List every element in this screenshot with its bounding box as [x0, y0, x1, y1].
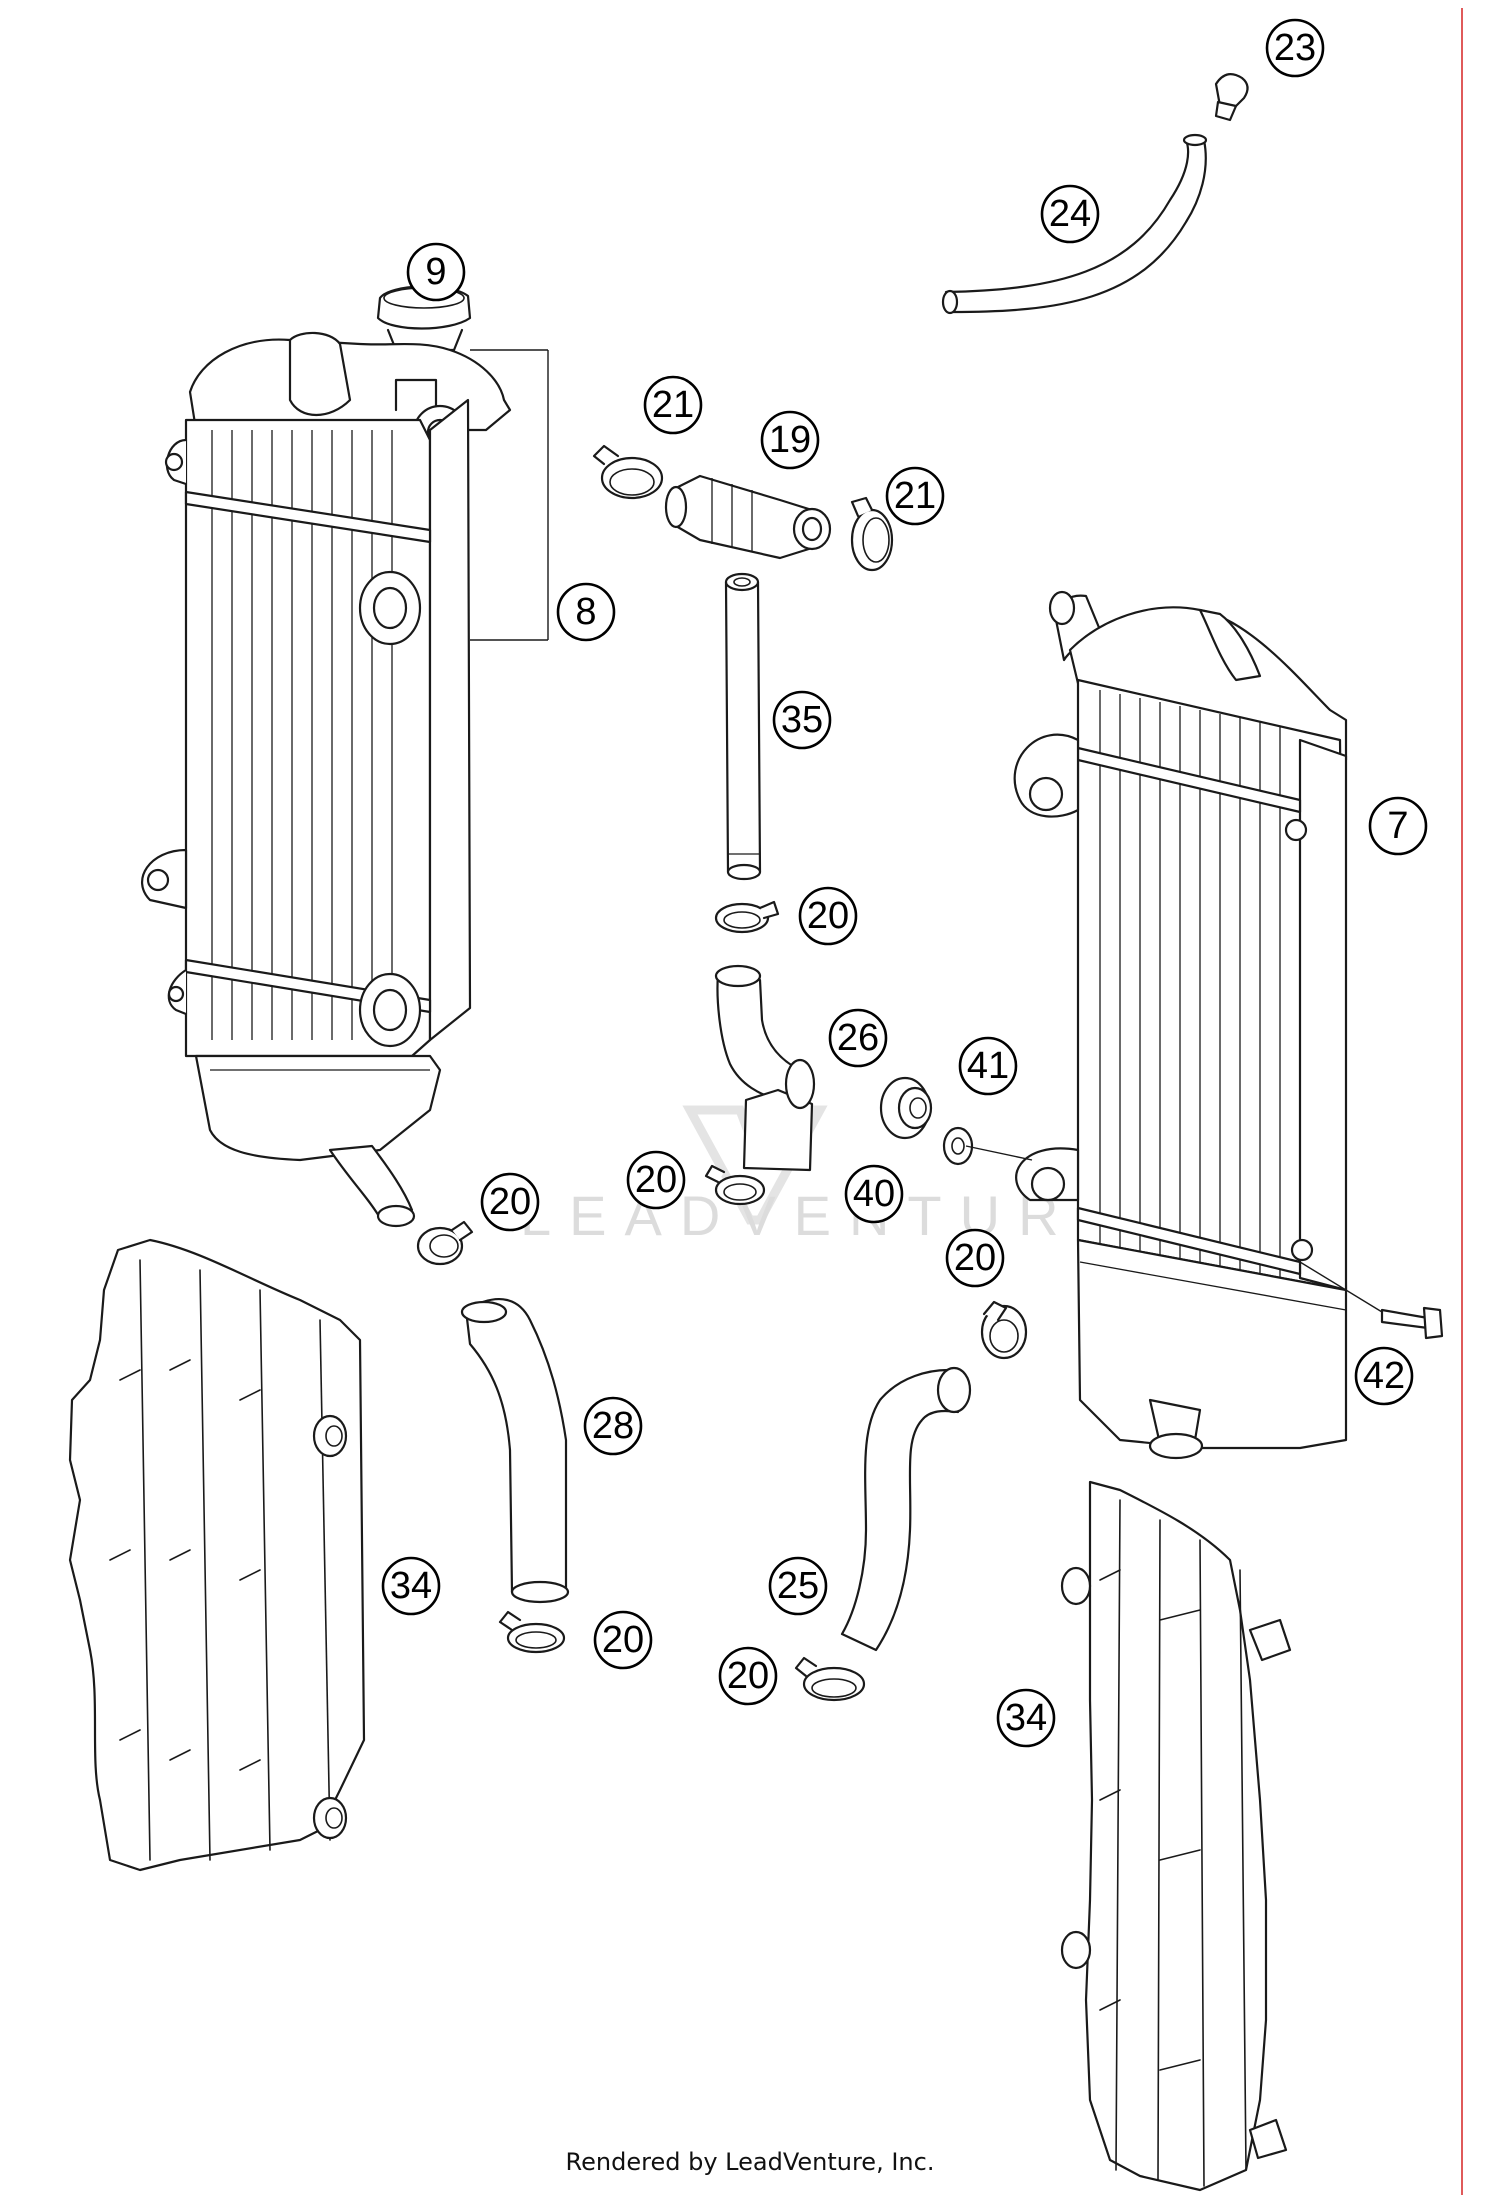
callout-42: 42 — [1354, 1346, 1414, 1406]
callout-20-c: 20 — [480, 1172, 540, 1232]
part-25-hose[interactable] — [840, 1366, 972, 1652]
svg-text:20: 20 — [602, 1619, 644, 1661]
part-26-elbow-hose[interactable] — [714, 964, 816, 1172]
callout-21-right: 21 — [885, 466, 945, 526]
callout-19: 19 — [760, 410, 820, 470]
svg-text:23: 23 — [1274, 27, 1316, 69]
footer-credit: Rendered by LeadVenture, Inc. — [565, 2148, 935, 2176]
part-19-connector[interactable] — [664, 474, 832, 560]
svg-text:40: 40 — [853, 1173, 895, 1215]
part-28-hose[interactable] — [460, 1298, 570, 1604]
svg-text:34: 34 — [390, 1565, 432, 1607]
part-20-hose-clamp-3[interactable] — [416, 1220, 474, 1266]
callout-23: 23 — [1265, 18, 1325, 78]
part-21-hose-clamp-left[interactable] — [592, 444, 664, 500]
part-8-left-radiator[interactable] — [140, 331, 512, 1228]
svg-text:28: 28 — [592, 1405, 634, 1447]
part-20-hose-clamp-6[interactable] — [794, 1656, 866, 1702]
callout-35: 35 — [772, 690, 832, 750]
callout-34-right: 34 — [996, 1688, 1056, 1748]
svg-text:19: 19 — [769, 419, 811, 461]
callout-40: 40 — [844, 1164, 904, 1224]
svg-text:41: 41 — [967, 1045, 1009, 1087]
svg-text:25: 25 — [777, 1565, 819, 1607]
callout-41: 41 — [958, 1036, 1018, 1096]
callout-20-e: 20 — [593, 1610, 653, 1670]
watermark-text: LEADVENTURE — [520, 1184, 1132, 1247]
callout-20-b: 20 — [626, 1150, 686, 1210]
svg-text:21: 21 — [894, 475, 936, 517]
callout-20-d: 20 — [945, 1228, 1005, 1288]
part-41-grommet[interactable] — [879, 1076, 933, 1140]
callout-20-a: 20 — [798, 886, 858, 946]
svg-text:26: 26 — [837, 1017, 879, 1059]
svg-text:35: 35 — [781, 699, 823, 741]
part-42-bolt[interactable] — [1380, 1306, 1444, 1340]
callout-8: 8 — [556, 582, 616, 642]
part-40-washer[interactable] — [942, 1126, 974, 1166]
callout-34-left: 34 — [381, 1556, 441, 1616]
svg-text:20: 20 — [727, 1655, 769, 1697]
part-21-hose-clamp-right[interactable] — [850, 496, 894, 572]
leader-lines — [470, 349, 1383, 1313]
svg-text:42: 42 — [1363, 1355, 1405, 1397]
part-35-pipe[interactable] — [724, 572, 762, 881]
callout-26: 26 — [828, 1008, 888, 1068]
part-20-hose-clamp-2[interactable] — [704, 1164, 766, 1206]
svg-text:34: 34 — [1005, 1697, 1047, 1739]
part-20-hose-clamp-4[interactable] — [980, 1300, 1028, 1360]
part-23-fitting[interactable] — [1214, 73, 1249, 122]
svg-text:7: 7 — [1387, 805, 1408, 847]
callout-28: 28 — [583, 1396, 643, 1456]
callout-9: 9 — [406, 242, 466, 302]
svg-text:24: 24 — [1049, 193, 1091, 235]
part-34-radiator-shroud-left[interactable] — [68, 1238, 366, 1872]
svg-text:20: 20 — [807, 895, 849, 937]
part-20-hose-clamp-1[interactable] — [714, 900, 780, 934]
part-34-radiator-shroud-right[interactable] — [1060, 1480, 1292, 2192]
svg-text:20: 20 — [635, 1159, 677, 1201]
part-7-right-radiator[interactable] — [1013, 590, 1348, 1460]
part-20-hose-clamp-5[interactable] — [498, 1610, 566, 1654]
callout-25: 25 — [768, 1556, 828, 1616]
callout-24: 24 — [1040, 184, 1100, 244]
svg-text:9: 9 — [425, 251, 446, 293]
svg-text:21: 21 — [652, 384, 694, 426]
callout-20-f: 20 — [718, 1646, 778, 1706]
svg-text:20: 20 — [489, 1181, 531, 1223]
svg-text:8: 8 — [575, 591, 596, 633]
part-24-hose[interactable] — [941, 133, 1208, 315]
callout-21-left: 21 — [643, 375, 703, 435]
svg-text:20: 20 — [954, 1237, 996, 1279]
callout-7: 7 — [1368, 796, 1428, 856]
